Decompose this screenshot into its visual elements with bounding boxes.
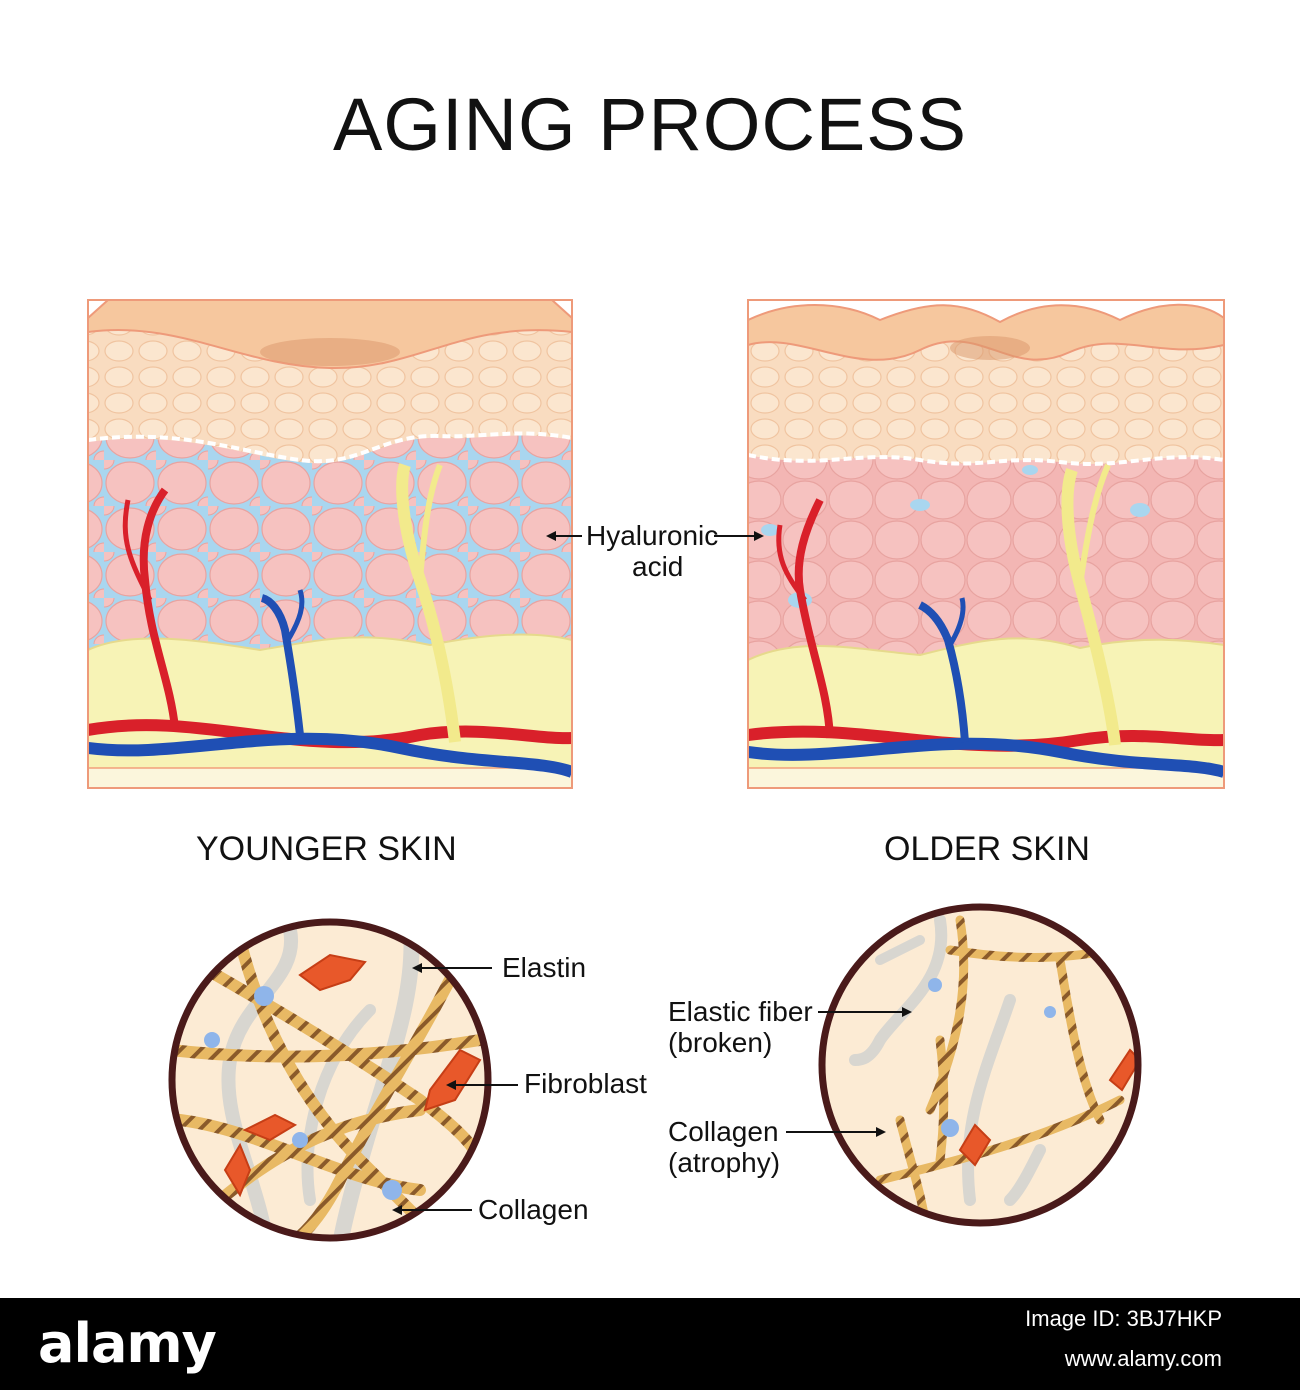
hyaluronic-label-line1: Hyaluronic (586, 520, 719, 551)
footer-bar: alamy Image ID: 3BJ7HKP www.alamy.com (0, 1298, 1300, 1390)
hyaluronic-pointers (546, 531, 764, 541)
collagen-atrophy-label-line2: (atrophy) (668, 1147, 781, 1179)
elastic-fiber-label-line1: Elastic fiber (668, 996, 813, 1027)
older-skin-caption: OLDER SKIN (884, 830, 1090, 868)
fibroblast-label: Fibroblast (524, 1068, 647, 1099)
collagen-atrophy-label-line1: Collagen (668, 1116, 779, 1147)
label-pointers (392, 963, 912, 1215)
collagen-label: Collagen (478, 1194, 589, 1225)
site-url: www.alamy.com (1064, 1346, 1222, 1371)
elastic-fiber-label: Elastic fiber (broken) (668, 996, 813, 1059)
hyaluronic-label-line2: acid (632, 551, 684, 583)
image-id: Image ID: 3BJ7HKP (1025, 1306, 1222, 1331)
collagen-atrophy-label: Collagen (atrophy) (668, 1116, 780, 1179)
younger-fiber-circle (168, 918, 492, 1242)
older-skin-block (748, 303, 1224, 788)
alamy-logo: alamy (38, 1312, 217, 1375)
epidermis-layer-old (748, 340, 1224, 464)
elastin-label: Elastin (502, 952, 587, 983)
hyaluronic-label: Hyaluronic acid (586, 520, 718, 583)
diagram-canvas (87, 299, 1225, 1242)
younger-skin-caption: YOUNGER SKIN (196, 830, 457, 868)
dermis-layer-old (748, 430, 1224, 660)
page-title: AGING PROCESS (333, 83, 967, 166)
younger-skin-block (88, 300, 572, 788)
older-fiber-circle (818, 903, 1142, 1227)
elastic-fiber-label-line2: (broken) (668, 1027, 773, 1059)
epidermis-layer-young (88, 330, 572, 464)
dermis-layer-young (88, 430, 572, 660)
